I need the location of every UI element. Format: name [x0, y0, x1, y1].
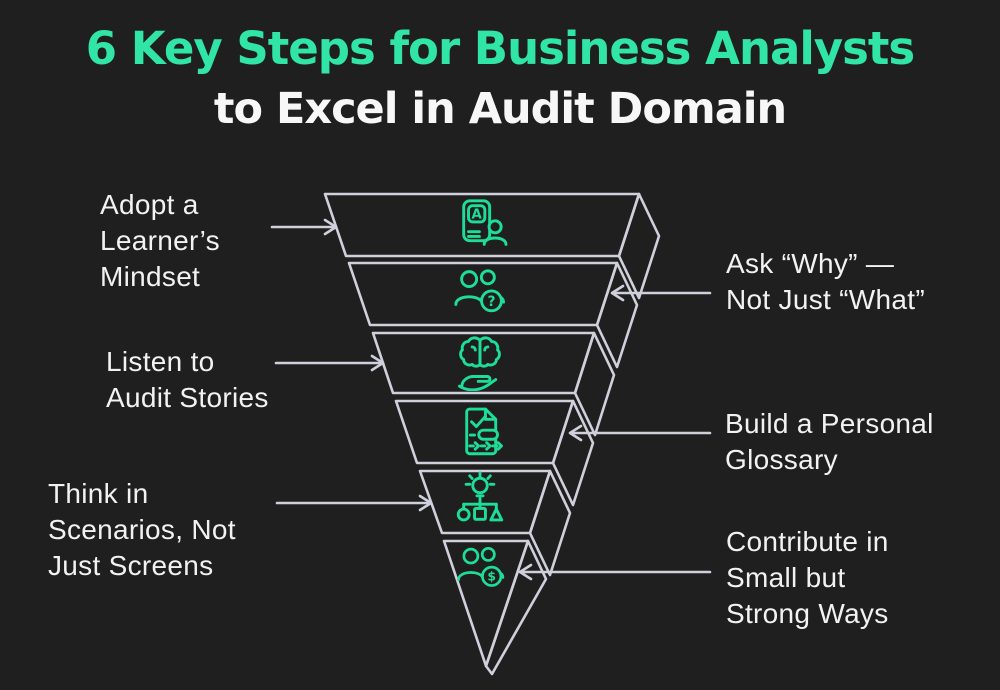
step-label-1: Adopt a Learner’s Mindset — [100, 189, 220, 292]
step-label-6: Contribute in Small but Strong Ways — [726, 526, 889, 629]
arrow-step-2 — [610, 284, 712, 302]
learner-book-icon: A — [462, 199, 508, 246]
step-label-2: Ask “Why” — Not Just “What” — [726, 248, 925, 315]
funnel-band-1 — [323, 192, 641, 258]
svg-text:A: A — [471, 208, 482, 223]
people-coin-icon: $ — [457, 546, 505, 587]
funnel-band-5 — [418, 469, 552, 535]
svg-text:$: $ — [487, 570, 496, 584]
people-question-icon: ? — [454, 269, 506, 313]
idea-flowchart-icon — [456, 471, 504, 522]
arrow-step-4 — [568, 424, 712, 442]
funnel-band-3 — [371, 331, 596, 395]
step-label-5: Think in Scenarios, Not Just Screens — [48, 478, 236, 581]
arrow-step-5 — [275, 494, 433, 512]
funnel-band-6 — [442, 539, 530, 668]
arrow-step-6 — [518, 563, 712, 581]
arrow-step-3 — [274, 354, 385, 372]
brain-hand-icon — [458, 336, 501, 391]
arrow-step-1 — [270, 218, 338, 236]
funnel-band-4 — [394, 399, 575, 465]
title-line-1: 6 Key Steps for Business Analysts — [85, 22, 915, 75]
step-label-3: Listen to Audit Stories — [106, 346, 269, 413]
title-line-2: to Excel in Audit Domain — [213, 84, 787, 134]
funnel-band-2 — [347, 261, 619, 327]
checklist-document-icon — [465, 407, 503, 456]
svg-text:?: ? — [487, 294, 495, 310]
step-label-4: Build a Personal Glossary — [725, 408, 934, 475]
